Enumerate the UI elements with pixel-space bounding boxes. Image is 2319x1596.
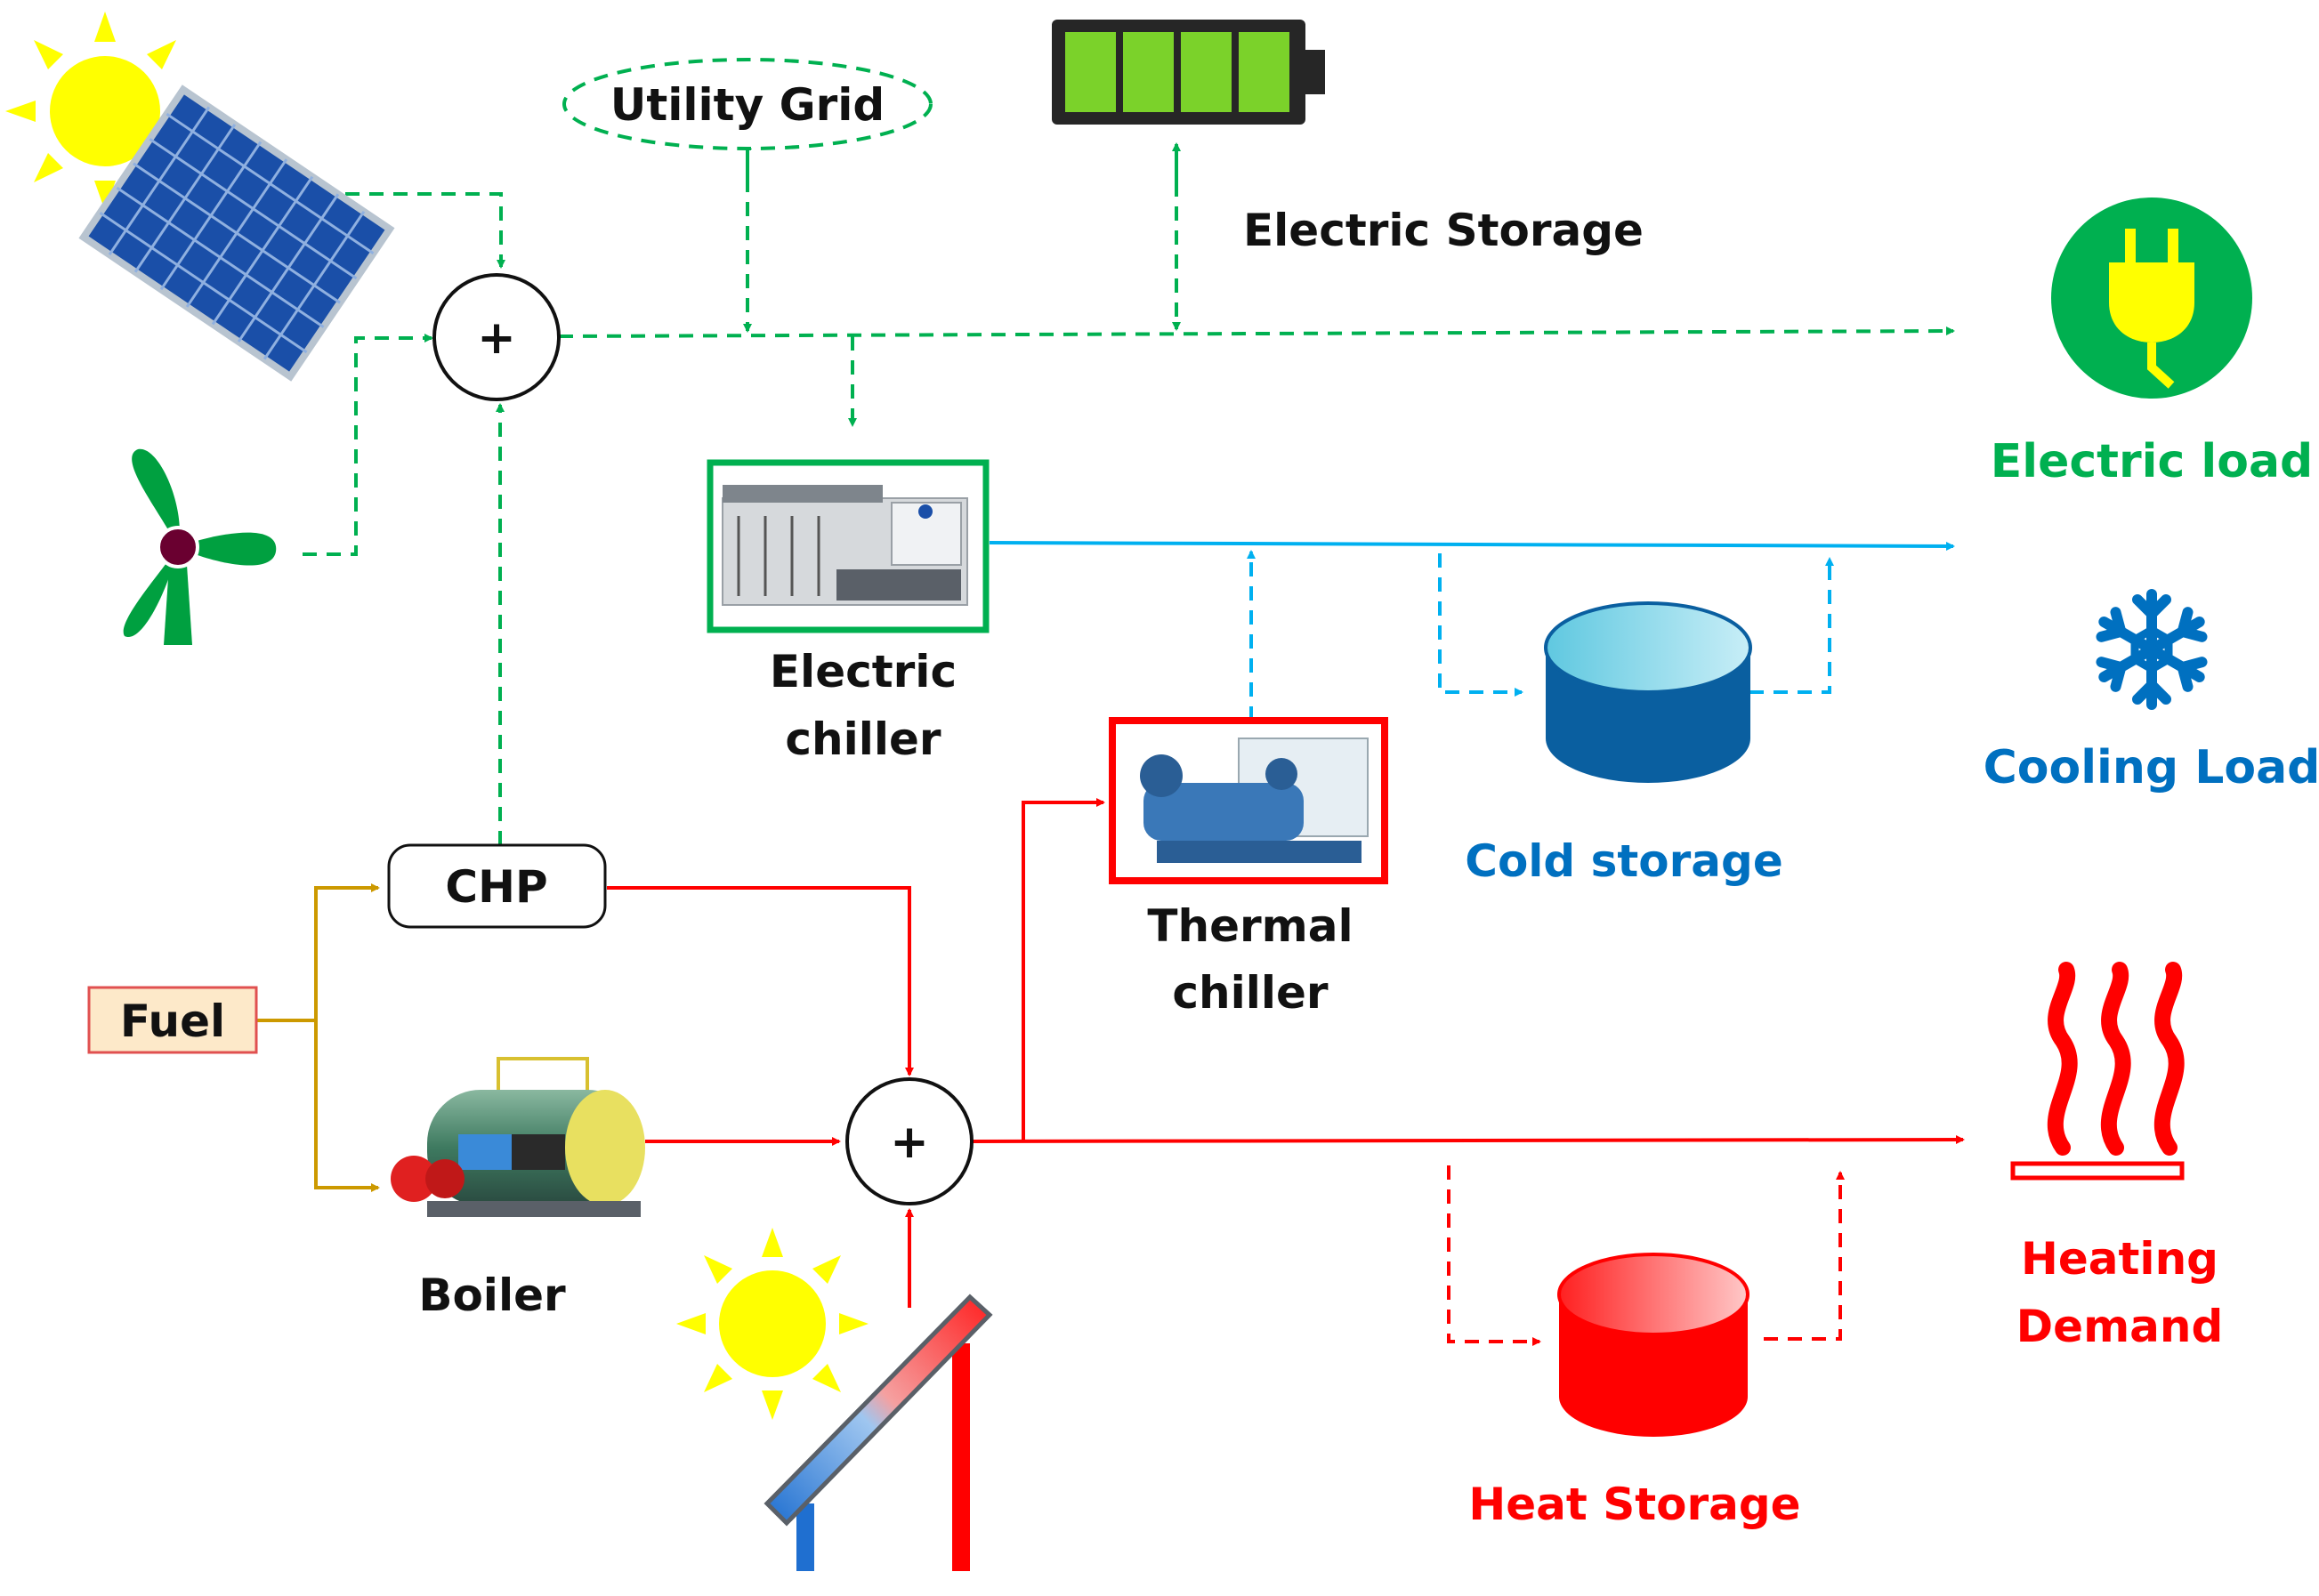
- cold-storage-tank-icon: [1544, 601, 1752, 783]
- heat-sum-node: +: [845, 1077, 974, 1205]
- electric-bus-line: [558, 326, 1955, 338]
- svg-text:Utility Grid: Utility Grid: [610, 79, 885, 131]
- cold-storage-label: Cold storage: [1465, 835, 1783, 887]
- heat-to-heat-storage-line: [1447, 1165, 1541, 1346]
- cooling-bus-line: [989, 541, 1955, 551]
- cold-storage-to-cooling-line: [1749, 557, 1834, 694]
- chp-node: CHP: [387, 843, 607, 929]
- electric-sum-node: +: [432, 273, 561, 401]
- electric-chiller-node: [707, 459, 990, 633]
- wind-to-bus-line: [303, 334, 433, 556]
- svg-text:Fuel: Fuel: [120, 995, 225, 1047]
- svg-text:+: +: [477, 311, 516, 365]
- heating-demand-label-2: Demand: [2016, 1301, 2224, 1352]
- solar-panel-icon: [78, 85, 395, 382]
- heat-storage-tank-icon: [1557, 1253, 1749, 1437]
- thermal-chiller-label-2: chiller: [1172, 967, 1329, 1019]
- heating-demand-label-1: Heating: [2021, 1233, 2218, 1285]
- thermal-chiller-node: [1109, 717, 1388, 884]
- chp-to-heat-plus-line: [607, 886, 914, 1076]
- sun-icon: [676, 1228, 869, 1420]
- heat-waves-icon: [2047, 962, 2185, 1156]
- thermal-chiller-label-1: Thermal: [1147, 900, 1353, 952]
- snowflake-icon: [2097, 589, 2206, 705]
- electric-chiller-label-2: chiller: [785, 713, 941, 765]
- cooling-load-label: Cooling Load: [1984, 741, 2319, 794]
- electric-storage-label: Electric Storage: [1243, 205, 1644, 256]
- cooling-to-cold-storage-line: [1438, 553, 1523, 697]
- utility-grid-node: Utility Grid: [562, 58, 933, 150]
- svg-text:CHP: CHP: [445, 861, 547, 913]
- fuel-node: Fuel: [87, 986, 258, 1054]
- pv-to-bus-line: [345, 192, 505, 269]
- fuel-to-boiler-line: [314, 1020, 380, 1192]
- heat-storage-label: Heat Storage: [1468, 1479, 1800, 1530]
- electric-load-label: Electric load: [1991, 435, 2314, 488]
- electric-chiller-label-1: Electric: [770, 646, 957, 697]
- boiler-icon: [391, 1057, 645, 1217]
- heating-bus-line: [972, 1135, 1965, 1145]
- boiler-label: Boiler: [418, 1270, 566, 1321]
- svg-text:+: +: [890, 1116, 929, 1169]
- fuel-to-chp-line: [314, 883, 380, 1020]
- battery-icon: [1052, 20, 1325, 125]
- electric-plug-icon: [2051, 197, 2252, 399]
- heat-to-thermal-chiller-line: [1022, 798, 1105, 1141]
- heat-plate-icon: [2010, 1161, 2185, 1181]
- heat-storage-to-heat-line: [1764, 1171, 1845, 1341]
- wind-turbine-icon: [123, 448, 277, 645]
- solar-thermal-collector-icon: [764, 1294, 993, 1571]
